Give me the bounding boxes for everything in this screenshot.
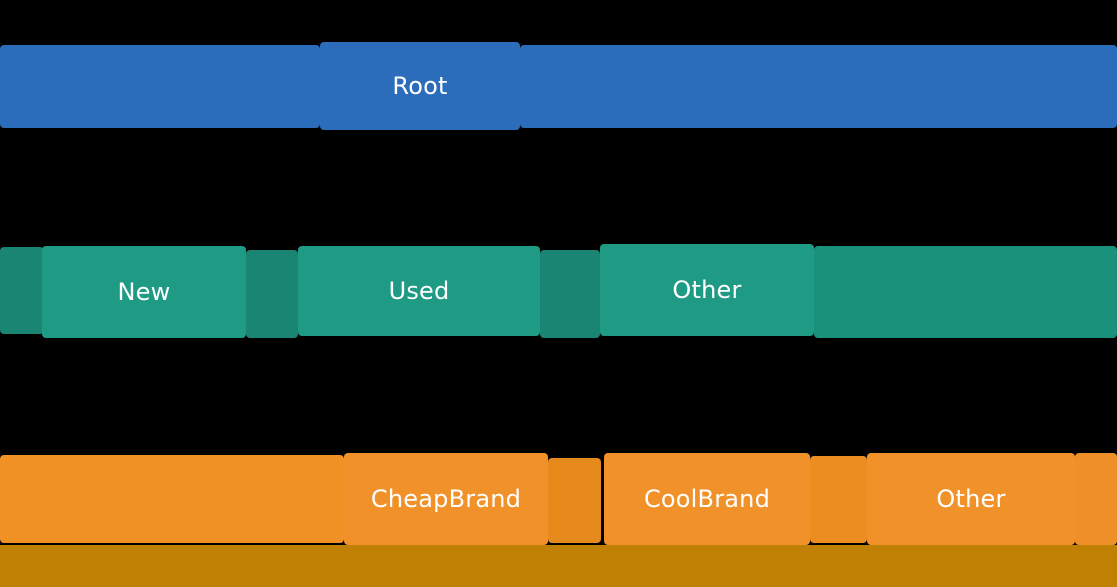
node-cheapbrand[interactable]: CheapBrand xyxy=(344,453,548,545)
node-label-cheapbrand: CheapBrand xyxy=(370,485,522,513)
node-label-other-l3: Other xyxy=(936,485,1006,513)
node-used[interactable]: Used xyxy=(298,246,540,336)
node-other-l3[interactable]: Other xyxy=(867,453,1075,545)
node-root-right[interactable] xyxy=(520,45,1117,128)
node-root-left[interactable] xyxy=(0,45,320,128)
node-l3-gap-2[interactable] xyxy=(810,456,867,543)
node-label-root: Root xyxy=(392,72,448,100)
node-label-other-l2: Other xyxy=(672,276,742,304)
node-l2-edge-left[interactable] xyxy=(0,247,44,334)
node-l3-gap-1[interactable] xyxy=(548,458,601,543)
node-new[interactable]: New xyxy=(42,246,246,338)
node-root[interactable]: Root xyxy=(320,42,520,130)
node-coolbrand[interactable]: CoolBrand xyxy=(604,453,810,545)
node-l2-right[interactable] xyxy=(814,246,1117,338)
node-l3-left[interactable] xyxy=(0,455,344,543)
node-l3-right[interactable] xyxy=(1075,453,1117,545)
node-label-used: Used xyxy=(388,277,450,305)
node-l2-gap-1[interactable] xyxy=(246,250,298,338)
node-label-new: New xyxy=(117,278,171,306)
node-l2-gap-2[interactable] xyxy=(540,250,600,338)
node-other-l2[interactable]: Other xyxy=(600,244,814,336)
node-l4-band[interactable] xyxy=(0,545,1117,587)
node-label-coolbrand: CoolBrand xyxy=(643,485,771,513)
